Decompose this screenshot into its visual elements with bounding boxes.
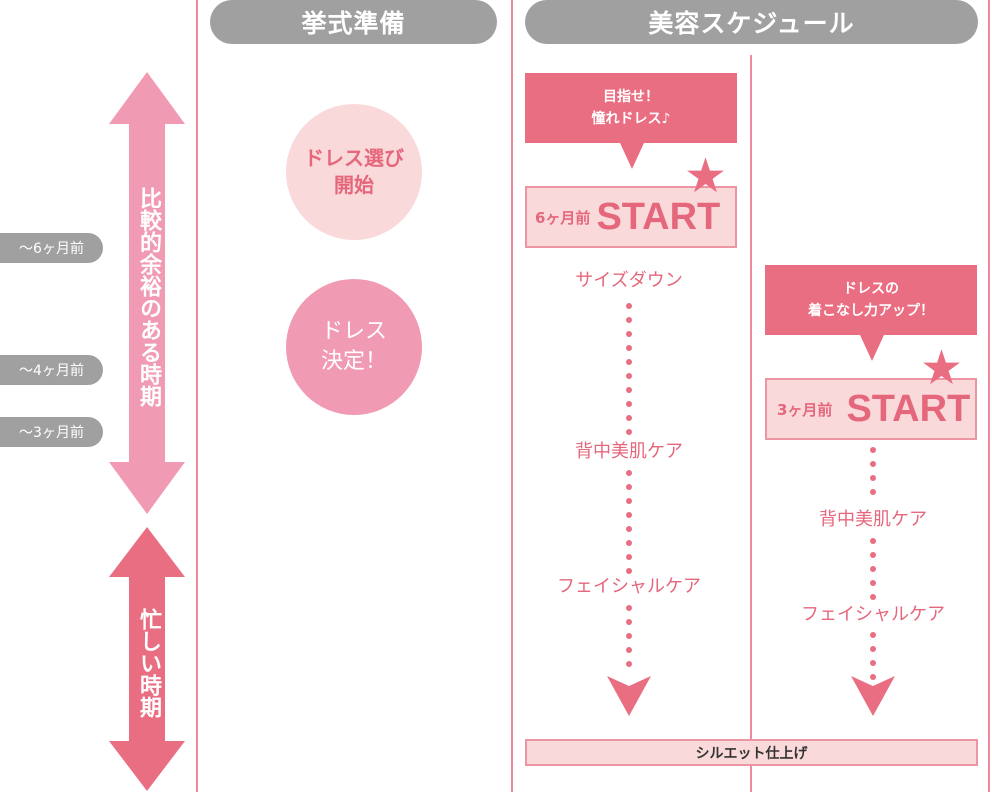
time-marker-label: 〜6ヶ月前 (19, 241, 84, 257)
plan-6m-dots-3 (626, 605, 632, 675)
busy-period-arrow (109, 527, 185, 791)
time-marker-3m: 〜3ヶ月前 (0, 417, 103, 447)
divider-right (988, 0, 990, 792)
milestone-label: ドレス選び 開始 (304, 146, 404, 197)
plan-3m-step: フェイシャルケア (801, 604, 945, 625)
plan-6m-step: 背中美肌ケア (575, 441, 683, 462)
plan-6m-start-prefix: 6ヶ月前 (535, 208, 591, 227)
finish-label: シルエット仕上げ (695, 745, 808, 762)
plan-6m-bubble-tail (620, 143, 644, 169)
header-ceremony-prep-label: 挙式準備 (301, 9, 406, 38)
plan-3m-dots-1 (870, 447, 876, 503)
divider-center (511, 0, 513, 792)
plan-3m-start: 3ヶ月前 START (765, 378, 977, 440)
plan-3m-bubble-text: ドレスの 着こなし力アップ！ (808, 281, 934, 319)
header-beauty-schedule: 美容スケジュール (525, 0, 978, 44)
relaxed-period-arrow (109, 72, 185, 514)
finish-silhouette-bar: シルエット仕上げ (525, 739, 978, 766)
header-beauty-schedule-label: 美容スケジュール (648, 9, 855, 38)
plan-6m-step: サイズダウン (575, 270, 683, 291)
relaxed-period-label: 比較的余裕のある時期 (136, 187, 161, 407)
time-marker-6m: 〜6ヶ月前 (0, 233, 103, 263)
plan-3m-start-prefix: 3ヶ月前 (777, 400, 833, 419)
milestone-label: ドレス 決定！ (320, 319, 387, 374)
plan-3m-start-label: START (846, 387, 971, 430)
header-ceremony-prep: 挙式準備 (210, 0, 497, 44)
time-marker-label: 〜4ヶ月前 (19, 363, 84, 379)
time-marker-4m: 〜4ヶ月前 (0, 355, 103, 385)
plan-3m-down-arrow-icon (851, 676, 895, 716)
milestone-dress-decided: ドレス 決定！ (286, 279, 422, 415)
divider-left (196, 0, 198, 792)
plan-3m-bubble: ドレスの 着こなし力アップ！ (765, 265, 977, 335)
plan-6m-bubble-text: 目指せ！ 憧れドレス♪ (591, 89, 671, 127)
star-icon: ★ (684, 148, 728, 204)
plan-6m-down-arrow-icon (607, 676, 651, 716)
plan-3m-step: 背中美肌ケア (819, 509, 927, 530)
divider-beauty-mid (750, 55, 752, 792)
busy-period-label: 忙しい時期 (136, 608, 161, 718)
plan-3m-dots-3 (870, 632, 876, 688)
plan-3m-dots-2 (870, 538, 876, 608)
star-icon: ★ (920, 340, 964, 396)
plan-6m-bubble: 目指せ！ 憧れドレス♪ (525, 73, 737, 143)
plan-6m-dots-2 (626, 470, 632, 582)
milestone-dress-selection-start: ドレス選び 開始 (286, 104, 422, 240)
plan-6m-start: 6ヶ月前 START (525, 186, 737, 248)
plan-6m-step: フェイシャルケア (557, 576, 701, 597)
plan-6m-dots-1 (626, 303, 632, 443)
plan-6m-start-label: START (596, 195, 721, 238)
time-marker-label: 〜3ヶ月前 (19, 425, 84, 441)
plan-3m-bubble-tail (860, 335, 884, 361)
